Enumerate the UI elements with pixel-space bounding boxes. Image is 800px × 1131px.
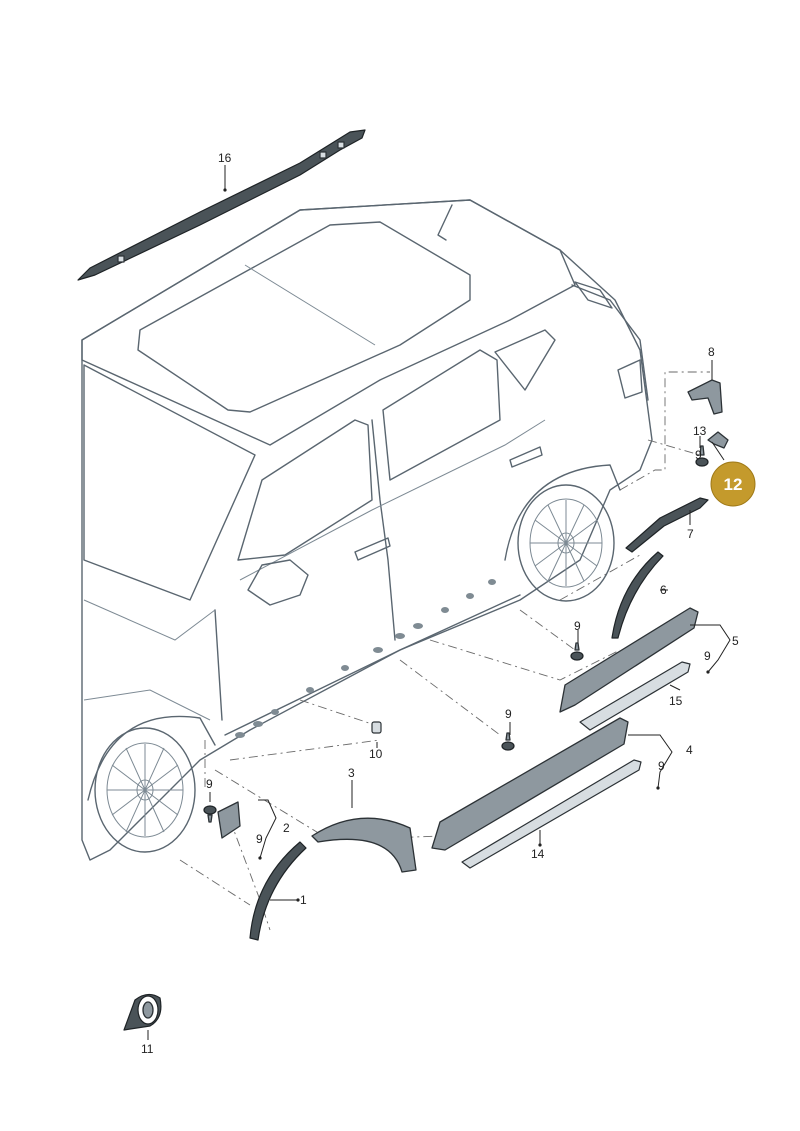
callout-9-c: 9 [574,619,581,633]
clip-9-a [203,805,217,823]
roof-panel [81,199,576,446]
callout-labels: 16 8 13 9 7 6 5 9 15 9 4 9 9 10 3 14 9 2… [141,151,739,1056]
rear-glass [83,364,256,601]
callout-1: 1 [300,893,307,907]
callout-2: 2 [283,821,290,835]
roof-rail [77,129,366,281]
bracket-qty-labels: 9 [256,832,263,846]
sunroof-glass [137,221,471,413]
rear-wheel-arch [87,715,216,801]
callout-9-e: 9 [505,707,512,721]
roof-antenna [437,204,453,241]
leader-lines [147,165,731,1040]
clip-9-c [501,732,515,751]
arch-end-cap [687,379,723,415]
callout-13: 13 [693,424,707,438]
callout-15: 15 [669,694,683,708]
assembly-guides [179,371,710,931]
clip-10 [371,721,382,734]
callout-11: 11 [141,1042,154,1056]
door-handle-front [354,537,391,561]
front-wheel-arch [504,464,621,561]
mounting-holes [235,579,496,738]
callout-9-top: 9 [695,448,702,462]
callout-9-bracket-2: 9 [256,832,263,846]
headlight [574,281,613,309]
rear-arch-extension [311,817,417,873]
callout-8: 8 [708,345,715,359]
hood-line [571,284,649,401]
front-door-window [237,419,373,561]
sill-strip-14 [461,759,642,869]
roof-rail-clips [117,141,345,263]
front-arch-strip [625,497,709,553]
door-handle-rear [509,446,543,468]
sill-line [224,594,521,736]
rear-arch-trim [249,841,307,941]
clip-9-b [570,642,584,661]
callout-16: 16 [218,151,232,165]
side-mirror [247,559,309,606]
callout-5: 5 [732,634,739,648]
highlight-badge-12[interactable]: 12 [710,461,756,507]
rear-quarter-line [83,599,216,641]
callout-14: 14 [531,847,545,861]
wheel-arch-trim [611,551,664,639]
callout-9-b: 9 [704,649,711,663]
front-wheel [517,484,615,602]
rear-wheel [94,727,196,853]
callout-9-f: 9 [206,777,213,791]
callout-10: 10 [369,747,383,761]
callout-7: 7 [687,527,694,541]
door-seam-front [371,419,396,641]
callout-6: 6 [660,583,667,597]
callout-4: 4 [686,743,693,757]
callout-3: 3 [348,766,355,780]
rear-door-window [382,349,501,481]
sunroof-divider [244,264,376,346]
highlight-badge-label: 12 [724,475,743,494]
beltline [239,419,546,581]
mud-piece [217,801,241,839]
sill-strip-15 [579,661,691,731]
door-seam-rear [214,609,223,721]
front-light [617,359,643,399]
adhesive-tape-roll [123,993,162,1031]
screw-13 [695,445,709,467]
callout-9-d: 9 [658,759,665,773]
rear-bumper-line [83,689,211,721]
door-trim-front [559,607,699,713]
door-trim-rear [431,717,629,851]
bracket-12 [707,431,729,449]
vehicle-illustration [81,199,653,861]
quarter-window [494,329,556,391]
